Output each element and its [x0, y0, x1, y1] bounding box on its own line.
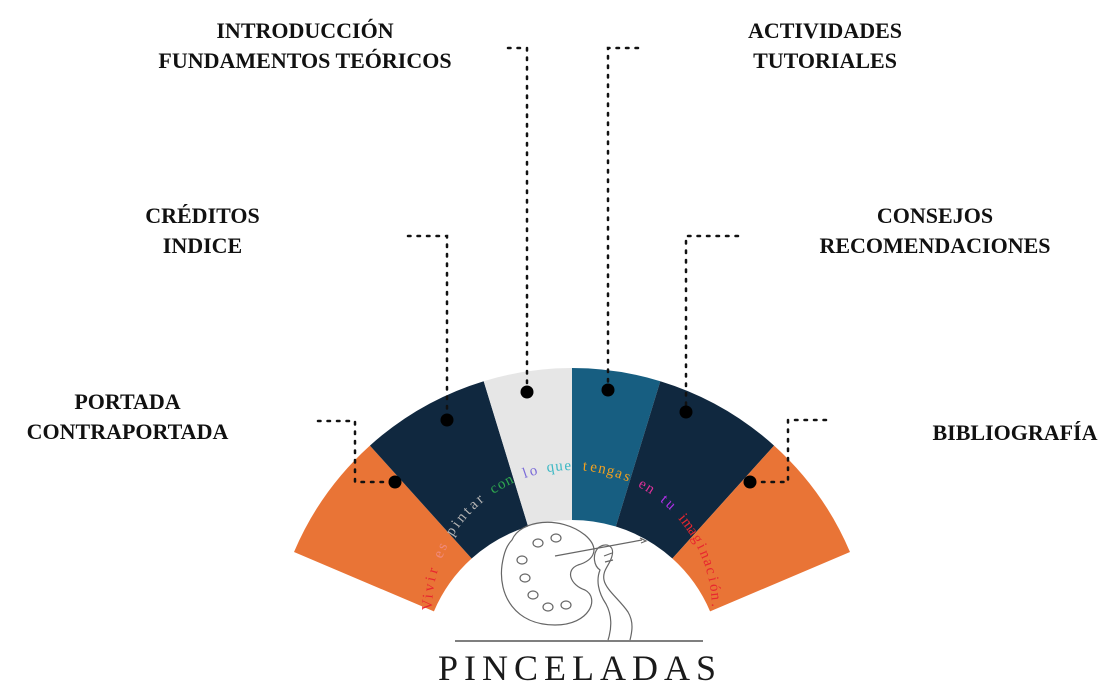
- segment-consejos: [615, 381, 775, 559]
- tagline-char: i: [704, 575, 721, 583]
- palette-hand-brush-icon: [455, 521, 703, 642]
- tagline-char: a: [613, 465, 625, 482]
- tagline-char: ó: [706, 583, 723, 593]
- segment-introduccion: [483, 368, 572, 527]
- leader-line-consejos: [684, 234, 740, 414]
- brand-title: PINCELADAS: [437, 648, 722, 688]
- segment-bibliografia: [672, 445, 850, 612]
- tagline-char: r: [425, 566, 442, 575]
- tagline-char: q: [545, 459, 555, 476]
- tagline-char: V: [420, 599, 436, 611]
- tagline-char: i: [693, 541, 709, 552]
- connector-dot-actividades: [601, 383, 615, 397]
- connector-dot-bibliografia: [743, 475, 757, 489]
- tagline-char: i: [423, 575, 440, 583]
- segment-creditos: [369, 381, 529, 559]
- tagline-char: n: [597, 461, 608, 478]
- leader-line-creditos: [406, 234, 449, 422]
- connector-dot-consejos: [679, 405, 693, 419]
- tagline-char: n: [707, 592, 724, 601]
- tagline-char: e: [589, 459, 598, 476]
- tagline-char: i: [420, 593, 436, 599]
- tagline-char: a: [699, 557, 716, 569]
- tagline-char: o: [528, 463, 540, 480]
- segment-actividades: [572, 368, 661, 527]
- leader-line-introduccion: [506, 46, 529, 394]
- leader-line-bibliografia: [748, 418, 828, 484]
- tagline-char: u: [555, 458, 564, 475]
- tagline-char: v: [421, 582, 438, 592]
- connector-dot-creditos: [440, 413, 454, 427]
- tagline-char: .: [708, 603, 724, 607]
- tagline-char: e: [564, 458, 571, 474]
- tagline-char: t: [582, 458, 588, 474]
- connector-dot-introduccion: [520, 385, 534, 399]
- tagline-char: s: [621, 468, 633, 485]
- leader-line-actividades: [606, 46, 640, 392]
- connector-dot-portada: [388, 475, 402, 489]
- label-bibliografia: BIBLIOGRAFÍA: [932, 420, 1098, 445]
- tagline-char: g: [605, 463, 617, 481]
- segment-portada: [294, 445, 472, 612]
- leader-line-portada: [316, 419, 397, 484]
- tagline-char: l: [521, 466, 530, 482]
- tagline-char: c: [702, 565, 719, 576]
